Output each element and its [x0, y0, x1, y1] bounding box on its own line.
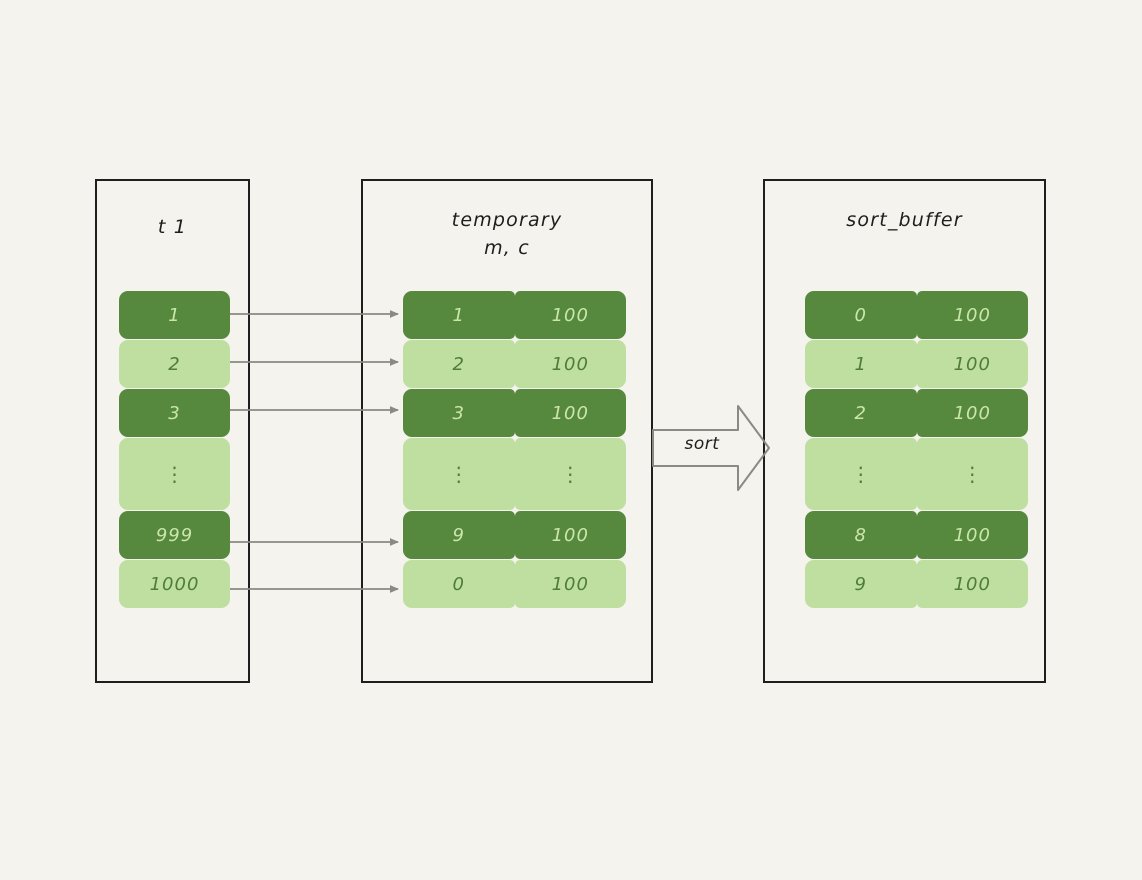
table-row: 3: [119, 389, 230, 437]
table-row: 0 100: [805, 291, 1028, 339]
table-row: 2 100: [403, 340, 626, 388]
table-row: 2 100: [805, 389, 1028, 437]
row-cell-id: 2: [119, 340, 230, 388]
row-cell-c: 100: [916, 560, 1028, 608]
row-cell-id: 1: [119, 291, 230, 339]
table-row-ellipsis: ⋮ ⋮: [403, 438, 626, 510]
row-cell-c: 100: [916, 389, 1028, 437]
table-row: 1000: [119, 560, 230, 608]
row-cell-m: 8: [805, 511, 917, 559]
table-row: 3 100: [403, 389, 626, 437]
row-cell-c: 100: [514, 389, 626, 437]
row-cell-m: 2: [403, 340, 515, 388]
row-cell-m: 9: [805, 560, 917, 608]
row-stack-sort-buffer: 0 100 1 100 2 100 ⋮ ⋮ 8 100 9 100: [805, 291, 1028, 609]
row-cell-id: 3: [119, 389, 230, 437]
row-cell-m: 9: [403, 511, 515, 559]
row-cell-ellipsis: ⋮: [916, 438, 1028, 510]
row-stack-temporary: 1 100 2 100 3 100 ⋮ ⋮ 9 100 0 100: [403, 291, 626, 609]
sort-arrow-outline: [652, 405, 770, 491]
table-row: 999: [119, 511, 230, 559]
row-cell-m: 2: [805, 389, 917, 437]
row-cell-ellipsis: ⋮: [805, 438, 917, 510]
row-cell-ellipsis: ⋮: [119, 438, 230, 510]
row-cell-c: 100: [916, 511, 1028, 559]
table-row: 2: [119, 340, 230, 388]
table-row: 1 100: [403, 291, 626, 339]
row-cell-id: 999: [119, 511, 230, 559]
row-cell-m: 1: [403, 291, 515, 339]
table-row: 0 100: [403, 560, 626, 608]
table-box-sort-buffer: sort_buffer 0 100 1 100 2 100 ⋮ ⋮ 8 100: [763, 179, 1046, 683]
table-box-t1: t 1 1 2 3 ⋮ 999 1000: [95, 179, 250, 683]
box-title-temporary: temporary m, c: [451, 209, 563, 259]
row-cell-m: 3: [403, 389, 515, 437]
sort-block-arrow: [652, 405, 770, 491]
box-title-t1: t 1: [157, 216, 188, 238]
table-row-ellipsis: ⋮: [119, 438, 230, 510]
row-cell-c: 100: [916, 291, 1028, 339]
table-box-temporary: temporary m, c 1 100 2 100 3 100 ⋮ ⋮ 9 1…: [361, 179, 653, 683]
row-cell-m: 1: [805, 340, 917, 388]
table-row: 1 100: [805, 340, 1028, 388]
table-row: 9 100: [805, 560, 1028, 608]
row-cell-m: 0: [805, 291, 917, 339]
row-cell-c: 100: [514, 340, 626, 388]
sort-arrow-label: sort: [684, 434, 720, 454]
box-title-sort-buffer: sort_buffer: [846, 209, 963, 231]
row-cell-c: 100: [514, 511, 626, 559]
row-cell-c: 100: [514, 560, 626, 608]
table-row: 1: [119, 291, 230, 339]
row-cell-ellipsis: ⋮: [514, 438, 626, 510]
row-stack-t1: 1 2 3 ⋮ 999 1000: [119, 291, 230, 609]
row-cell-m: 0: [403, 560, 515, 608]
row-cell-c: 100: [514, 291, 626, 339]
table-row: 8 100: [805, 511, 1028, 559]
row-cell-id: 1000: [119, 560, 230, 608]
row-cell-c: 100: [916, 340, 1028, 388]
table-row: 9 100: [403, 511, 626, 559]
table-row-ellipsis: ⋮ ⋮: [805, 438, 1028, 510]
row-cell-ellipsis: ⋮: [403, 438, 515, 510]
